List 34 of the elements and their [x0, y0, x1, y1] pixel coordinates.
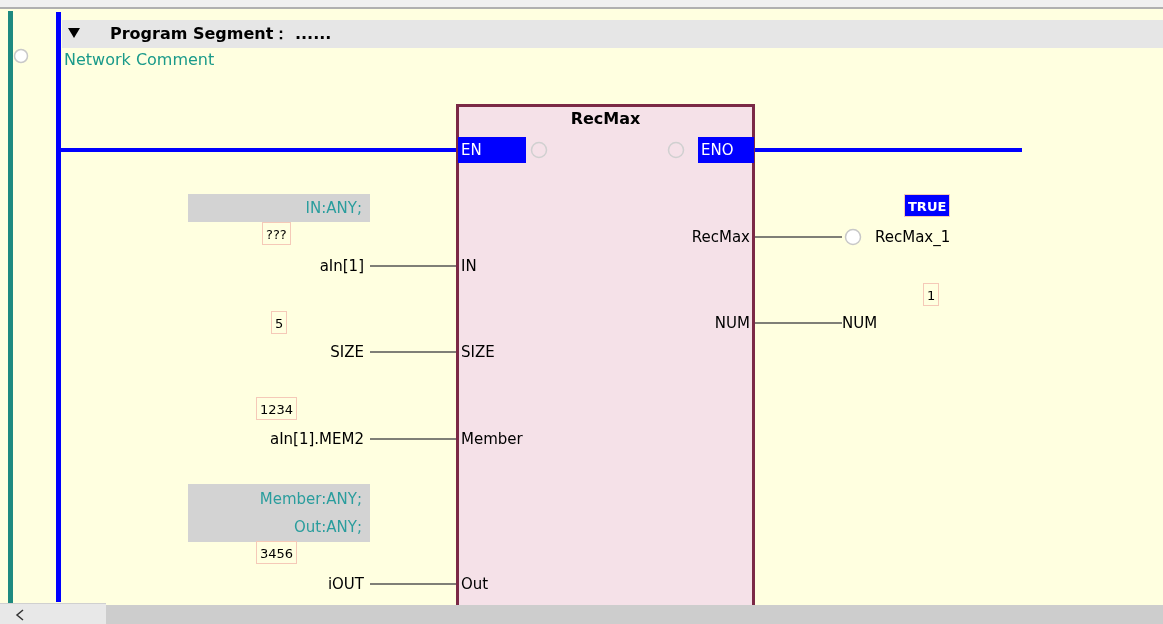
value-tag: 1234 — [256, 397, 298, 420]
pin-label: NUM — [680, 311, 750, 335]
variable-name: aIn[1] — [250, 254, 364, 278]
power-line — [754, 148, 1022, 152]
pin-label: SIZE — [461, 340, 531, 364]
power-rail — [56, 12, 61, 602]
connector-line — [753, 236, 843, 238]
pin-label: Member — [461, 427, 551, 451]
value-tag: 1 — [923, 283, 940, 306]
enable-pin: EN — [458, 137, 526, 163]
connector-line — [369, 583, 457, 585]
connector-line — [369, 265, 457, 267]
variable-name: NUM — [842, 311, 902, 335]
block-title: RecMax — [569, 109, 642, 128]
pin-label: IN — [461, 254, 521, 278]
variable-name: RecMax_1 — [875, 227, 951, 248]
variable-name: aIn[1].MEM2 — [200, 427, 364, 451]
connector-line — [369, 351, 457, 353]
value-tag: 3456 — [256, 541, 298, 564]
comment-text: Network Comment — [64, 50, 215, 69]
power-line — [61, 148, 456, 152]
enable-pin: ENO — [698, 137, 754, 163]
pin-label: Out — [461, 572, 521, 596]
type-hint: Member:ANY; Out:ANY; — [188, 484, 370, 542]
variable-name: SIZE — [250, 340, 364, 364]
value-tag: 5 — [271, 311, 288, 334]
value-tag: ??? — [262, 222, 291, 245]
connector-line — [369, 438, 457, 440]
variable-name: iOUT — [250, 572, 364, 596]
connector-line — [753, 322, 843, 324]
value-tag: TRUE — [904, 194, 951, 217]
segment-title: Program Segment： ...... — [110, 23, 332, 45]
type-hint: IN:ANY; — [188, 194, 370, 222]
pin-label: RecMax — [660, 225, 750, 249]
